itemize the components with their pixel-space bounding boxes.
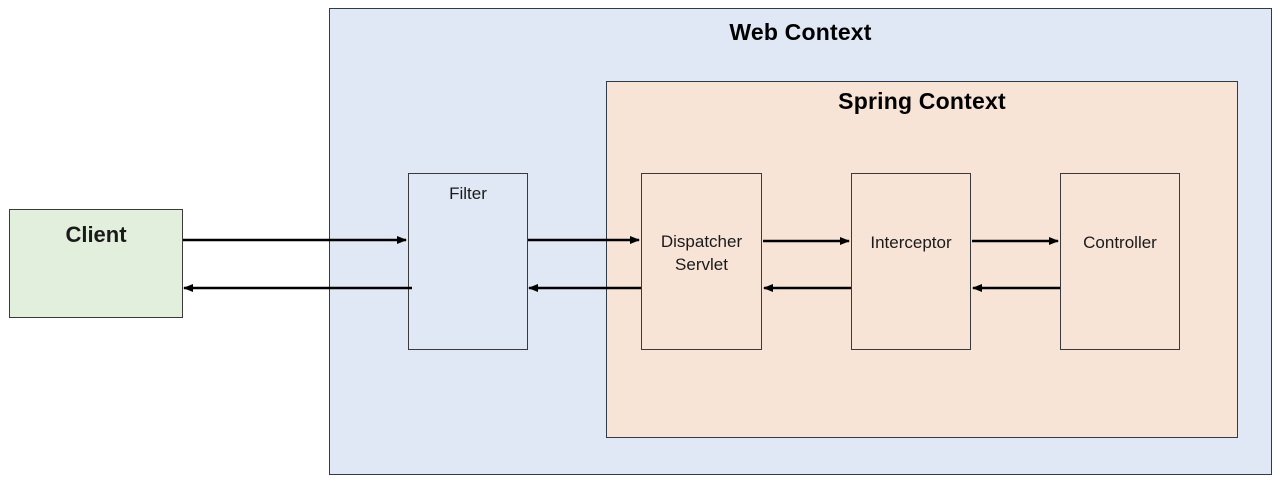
node-controller-label: Controller <box>1083 233 1157 252</box>
node-client-label: Client <box>65 222 127 247</box>
container-spring-context-title: Spring Context <box>838 88 1006 114</box>
node-interceptor[interactable]: Interceptor <box>851 173 971 350</box>
node-filter-label: Filter <box>449 184 487 203</box>
container-web-context-title: Web Context <box>729 19 872 45</box>
node-interceptor-label: Interceptor <box>870 233 952 252</box>
node-client[interactable]: Client <box>9 209 183 318</box>
node-filter[interactable]: Filter <box>408 173 528 350</box>
node-controller[interactable]: Controller <box>1060 173 1180 350</box>
node-dispatcher-servlet-label: Dispatcher Servlet <box>660 232 743 274</box>
node-dispatcher-servlet[interactable]: Dispatcher Servlet <box>641 173 762 350</box>
